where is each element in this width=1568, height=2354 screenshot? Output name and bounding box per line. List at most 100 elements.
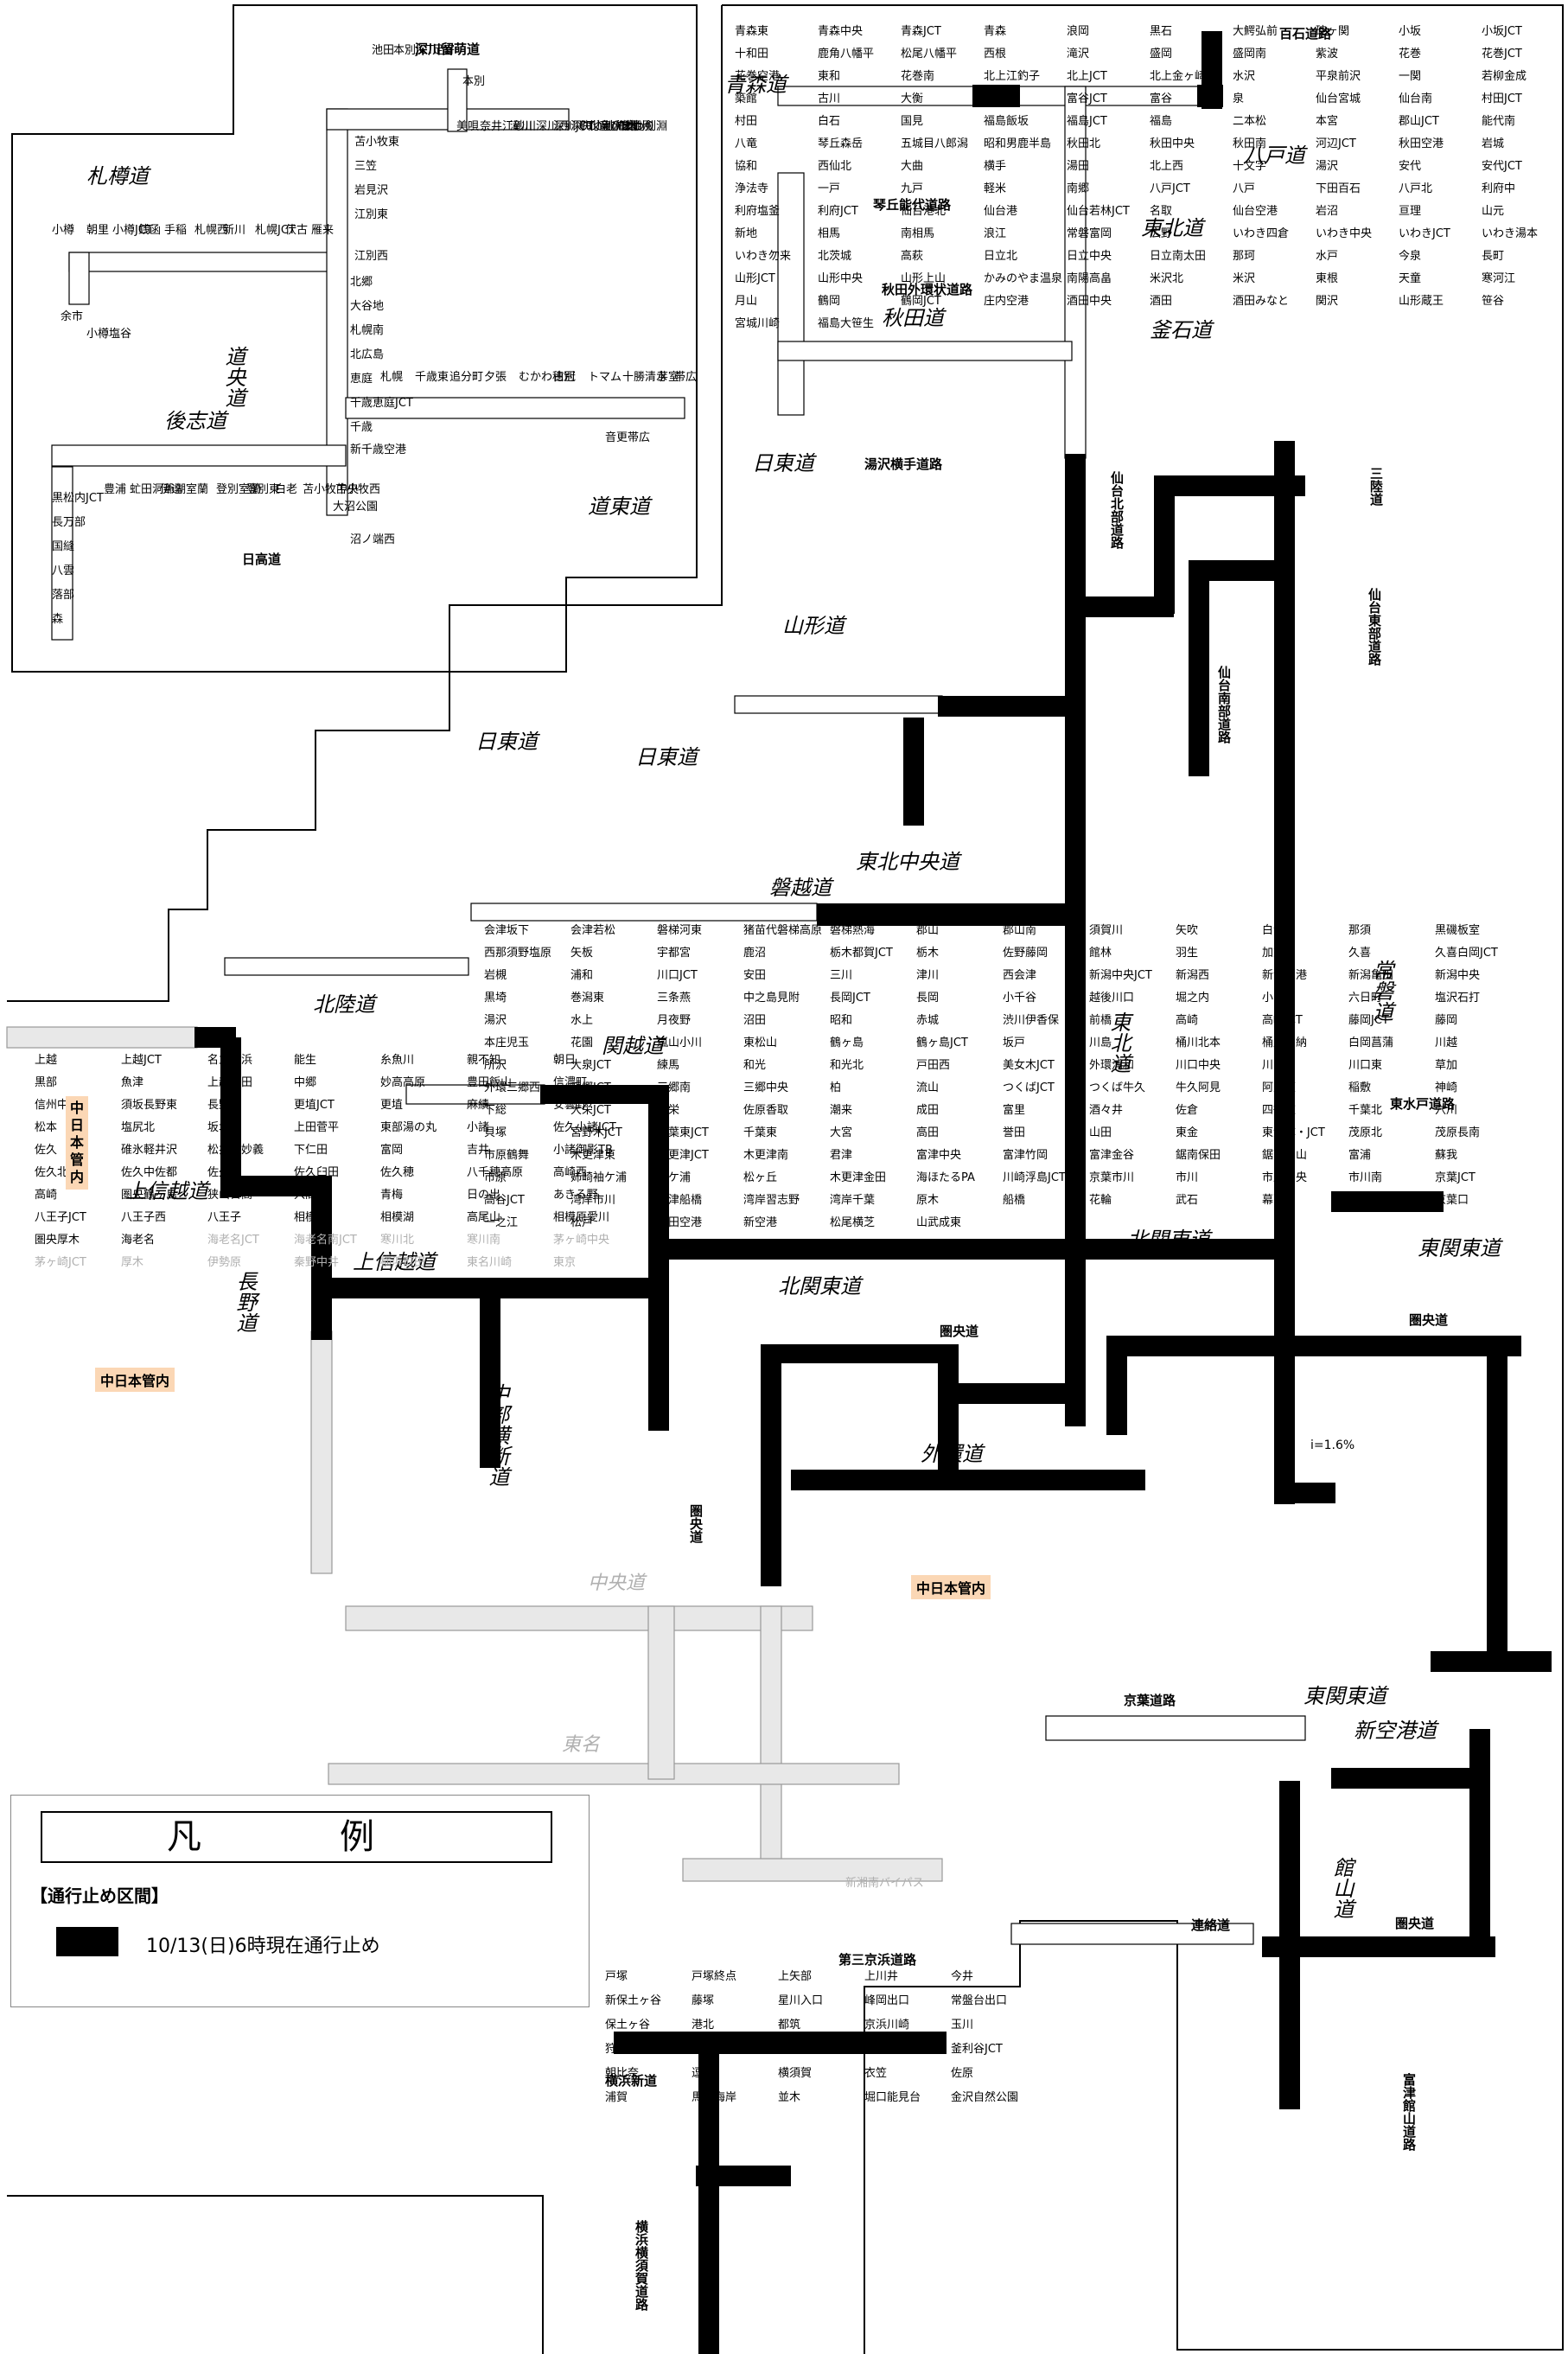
ic-label: 名取: [1150, 204, 1172, 218]
ic-label: 小樽: [52, 223, 74, 237]
ic-label: 登別室蘭: [216, 482, 261, 496]
ic-label: 都筑: [778, 2018, 800, 2032]
ic-label: 白石: [818, 114, 840, 128]
ic-label: 大宮: [830, 1126, 852, 1139]
ic-label: 巻潟東: [570, 991, 604, 1005]
ic-label: 木更津南: [743, 1148, 788, 1162]
road-label-nitto3: 日東道: [635, 745, 700, 769]
ic-label: 柏: [830, 1081, 841, 1094]
ic-label: 長岡JCT: [830, 992, 870, 1005]
ic-label: 佐倉: [1176, 1104, 1198, 1117]
road-label-yuzawa: 湯沢横手道路: [864, 456, 943, 472]
ic-label: 富浦: [1348, 1148, 1371, 1162]
ic-label: 三川: [830, 969, 852, 982]
ic-label: 久喜: [1348, 947, 1371, 960]
ic-label: 河辺JCT: [1316, 137, 1356, 150]
ic-label: 湯沢: [1316, 160, 1338, 173]
ic-label: 玉川: [951, 2019, 973, 2032]
ic-label: 戸田西: [916, 1059, 950, 1072]
ic-label: 戸塚終点: [692, 1969, 736, 1983]
ic-label: 一戸: [818, 182, 840, 195]
ic-label: 古川: [818, 93, 840, 105]
ic-label: 猪苗代磐梯高原: [743, 923, 822, 937]
ic-label: 袖ケ浦: [657, 1171, 691, 1184]
road-label-hidaka: 日高道: [242, 552, 281, 567]
ic-label: 佐久: [35, 1144, 57, 1157]
ic-label: 日野: [778, 2043, 800, 2056]
ic-label: 琴丘森岳: [818, 137, 863, 150]
ic-label: 仙台若林JCT: [1067, 204, 1130, 218]
ic-label: 水沢: [1233, 70, 1255, 83]
ic-label: 茂原長南: [1435, 1126, 1480, 1139]
road-label-hokuriku: 北陸道: [313, 992, 378, 1017]
ic-label: 北上江釣子: [984, 69, 1040, 83]
ic-label: 誉田: [1003, 1126, 1025, 1139]
ic-label: 仙台港北: [901, 205, 946, 218]
ic-label: 浦和: [570, 969, 593, 982]
ic-label: 市原鶴舞: [484, 1148, 529, 1162]
ic-label: 八王子: [207, 1211, 241, 1224]
ic-label: 親不知: [467, 1053, 500, 1067]
ic-label: 日立南太田: [1150, 249, 1206, 263]
ic-label: 花輪: [1089, 1193, 1112, 1207]
ic-label: 八竜: [735, 137, 757, 150]
ic-label: 南郷: [1067, 182, 1089, 195]
ic-label: 黒埼: [484, 992, 507, 1005]
ic-label: 藤岡JCT: [1348, 1014, 1389, 1027]
ic-label: 京葉市川: [1089, 1171, 1134, 1184]
ic-label: 名立谷浜: [207, 1053, 252, 1067]
ic-label: 沼ノ端西: [350, 533, 395, 546]
ic-label: 東京: [553, 1255, 576, 1269]
ic-label: 新空港: [743, 1215, 777, 1229]
ic-label: 朝日: [553, 1054, 576, 1067]
ic-label: 相模湖: [380, 1211, 414, 1224]
ic-label: いわき四倉: [1233, 227, 1289, 240]
ic-label: 三笠: [354, 160, 377, 173]
ic-label: 青森中央: [818, 25, 863, 38]
ic-label: 能代南: [1482, 114, 1515, 128]
ic-label: 那須: [1348, 924, 1371, 937]
road-label-akita: 秋田道: [882, 306, 947, 330]
ic-label: 日立北: [984, 250, 1017, 263]
ic-label: 山形上山: [901, 272, 946, 285]
ic-label: 堀之内: [1176, 991, 1209, 1005]
road-label-kenodo4: 圏央道: [1395, 1916, 1434, 1931]
ic-label: 横手: [984, 160, 1006, 173]
ic-label: 苫小牧中央: [303, 482, 359, 496]
ic-label: 十和田: [735, 48, 768, 61]
ic-label: 会津坂下: [484, 924, 529, 937]
ic-label: 岩槻: [484, 968, 507, 982]
ic-label: 安代: [1399, 160, 1421, 173]
ic-label: 新潟亀田: [1348, 968, 1393, 982]
ic-label: 信濃町: [553, 1076, 587, 1089]
road-label-shinshonan: 新湘南バイパス: [845, 1876, 924, 1890]
ic-label: 更埴: [380, 1099, 403, 1112]
road-label-sendai-tobu: 仙台東部道路: [1367, 587, 1382, 666]
ic-label: 山元: [1482, 205, 1504, 218]
ic-label: 川口東: [1348, 1058, 1382, 1072]
road-label-kenodo1: 圏央道: [940, 1324, 978, 1339]
ic-label: 北上金ヶ崎: [1150, 69, 1206, 83]
ic-label: いわき中央: [1316, 227, 1372, 240]
ic-label: 仙台港: [984, 205, 1017, 218]
ic-label: 長岡: [916, 992, 939, 1005]
ic-label: 岩城: [1482, 137, 1504, 150]
ic-label: 利府中: [1482, 182, 1515, 195]
ic-label: 糸魚川: [380, 1054, 414, 1067]
ic-label: 港南台: [864, 2042, 898, 2056]
ic-label: 北広島: [350, 348, 384, 361]
ic-label: 雁来: [311, 224, 334, 237]
ic-label: 利府JCT: [818, 205, 858, 218]
road-label-kenodo3: 圏央道: [688, 1504, 704, 1543]
ic-label: 茂原北: [1348, 1126, 1382, 1139]
ic-label: 安田: [743, 969, 766, 982]
road-label-daisan-keihin: 第三京浜道路: [838, 1952, 917, 1968]
ic-label: 湾岸習志野: [743, 1193, 800, 1207]
ic-label: 伊勢原: [207, 1256, 241, 1269]
ic-label: 八雲: [52, 565, 74, 577]
ic-label: 市川: [1176, 1171, 1198, 1184]
ic-label: 落部: [52, 589, 74, 602]
ic-label: 苫小牧東: [354, 135, 399, 149]
ic-label: トマム: [588, 371, 621, 384]
ic-label: 泉: [1233, 92, 1244, 105]
